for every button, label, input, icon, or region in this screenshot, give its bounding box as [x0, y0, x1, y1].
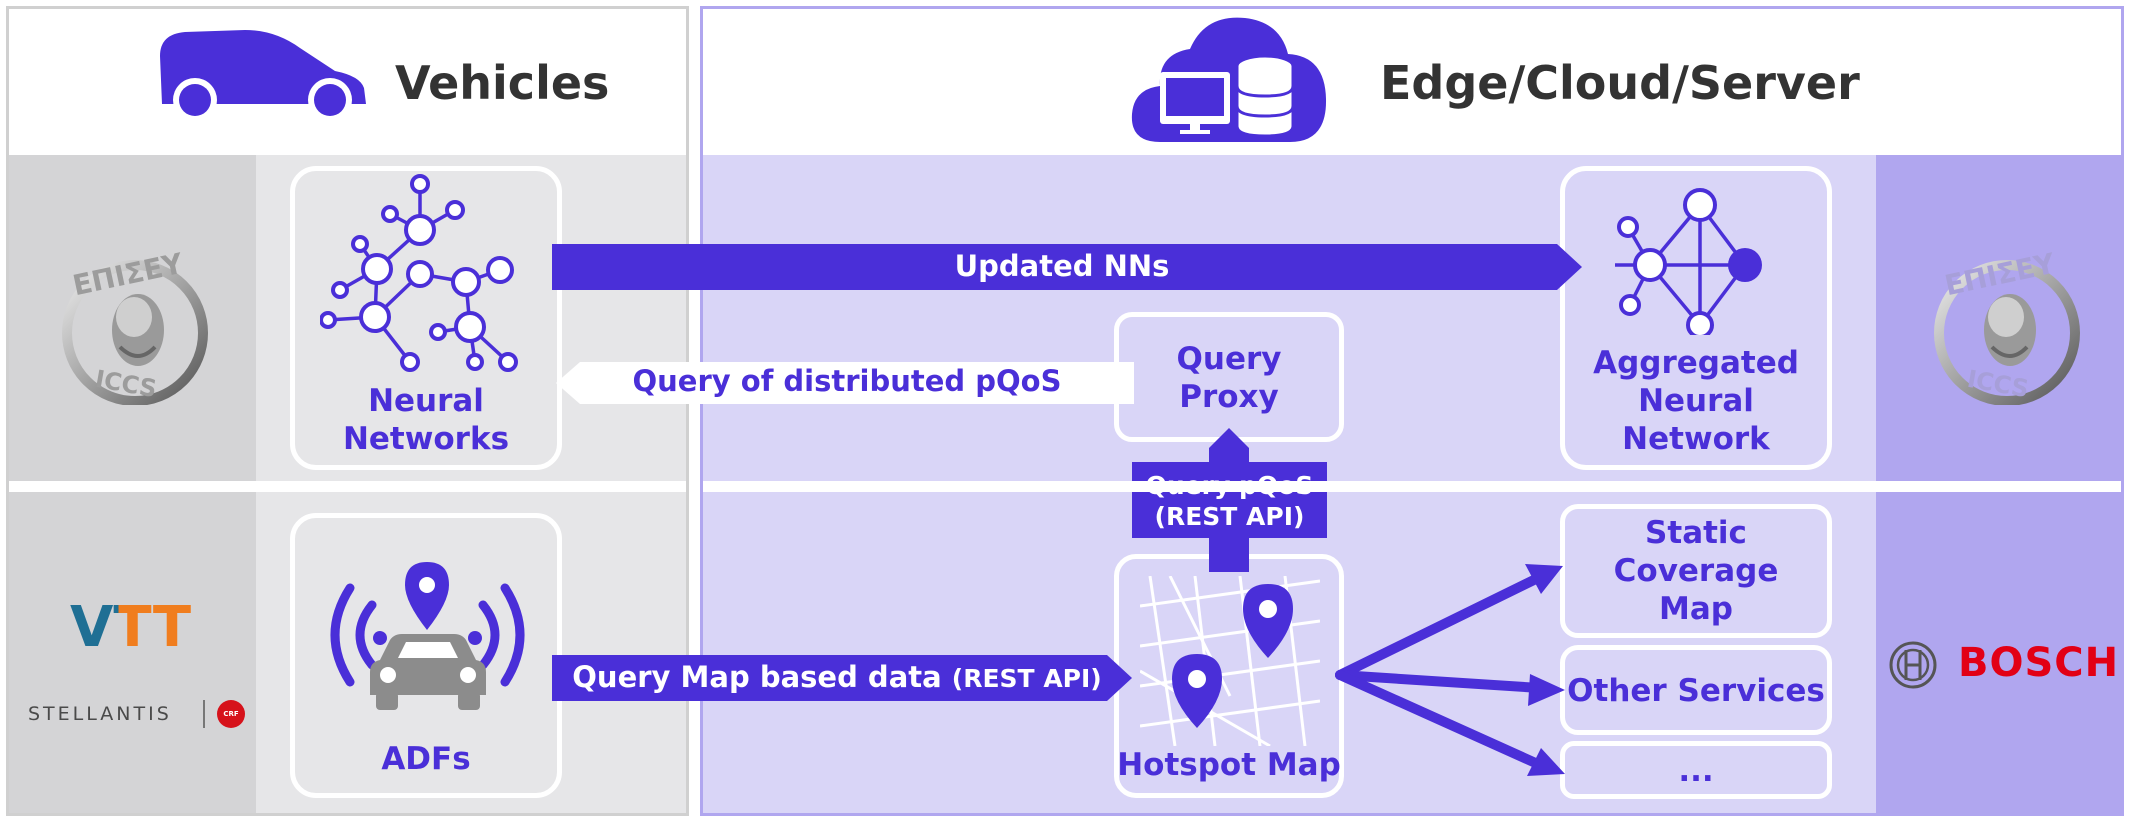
aggregated-nn-line2: Neural — [1638, 383, 1754, 419]
crf-logo-text: CRF — [223, 710, 239, 718]
query-distributed-arrow — [556, 362, 1134, 404]
query-pqos-label: Query pQoS (REST API) — [1132, 470, 1327, 532]
more-services-label: ... — [1678, 753, 1714, 789]
query-map-arrow — [552, 655, 1132, 701]
map-icon — [1140, 576, 1320, 746]
query-proxy-label: Query Proxy — [1114, 340, 1344, 416]
stellantis-logo: STELLANTIS — [28, 703, 172, 725]
query-map-label-api: (REST API) — [951, 664, 1102, 693]
static-coverage-map-line2: Coverage — [1613, 553, 1779, 589]
edge-title: Edge/Cloud/Server — [1380, 56, 1860, 110]
more-services-node — [1560, 741, 1832, 799]
vehicles-title: Vehicles — [395, 56, 610, 110]
vtt-logo: VTT — [70, 600, 191, 656]
aggregated-network-icon — [1615, 188, 1762, 335]
query-pqos-arrow — [1132, 428, 1327, 572]
neural-networks-line1: Neural — [368, 383, 484, 419]
bosch-logo: BOSCH — [1958, 640, 2120, 686]
edge-sidebar-row2 — [1876, 492, 2121, 813]
car-icon — [160, 30, 366, 122]
neural-network-icon — [320, 174, 518, 372]
adfs-label: ADFs — [381, 741, 471, 777]
row-separator-right — [703, 481, 2121, 492]
fanout-arrows — [1335, 564, 1565, 776]
bosch-emblem-icon — [1889, 641, 1937, 689]
query-proxy-line2: Proxy — [1179, 379, 1279, 415]
updated-nns-label: Updated NNs — [954, 249, 1170, 283]
iccs-logo — [62, 260, 208, 405]
query-proxy-line1: Query — [1176, 341, 1282, 377]
aggregated-nn-node — [1560, 166, 1832, 470]
cloud-server-icon — [1131, 17, 1327, 142]
static-coverage-map-node — [1560, 504, 1832, 638]
neural-networks-line2: Networks — [342, 421, 510, 457]
query-map-label-main: Query Map based data — [572, 660, 952, 694]
neural-networks-node — [290, 166, 562, 470]
connected-car-icon — [330, 562, 525, 710]
query-map-label: Query Map based data (REST API) — [552, 660, 1122, 694]
query-pqos-line2: (REST API) — [1154, 502, 1305, 531]
updated-nns-arrow — [552, 244, 1582, 290]
aggregated-nn-line3: Network — [1622, 421, 1770, 457]
iccs-logo-right — [1934, 260, 2080, 405]
row-separator-left — [9, 481, 686, 492]
aggregated-nn-line1: Aggregated — [1593, 345, 1799, 381]
aggregated-nn-label: Aggregated Neural Network — [1560, 344, 1832, 458]
neural-networks-label: Neural Networks — [290, 382, 562, 458]
crf-logo: CRF — [217, 700, 245, 728]
static-coverage-map-line3: Map — [1659, 591, 1733, 627]
vehicles-sidebar-row2 — [9, 492, 256, 813]
logo-divider — [203, 700, 205, 728]
static-coverage-map-label: Static Coverage Map — [1560, 514, 1832, 628]
hotspot-map-label: Hotspot Map — [1117, 747, 1341, 783]
other-services-label: Other Services — [1567, 673, 1825, 709]
static-coverage-map-line1: Static — [1645, 515, 1747, 551]
query-distributed-label: Query of distributed pQoS — [632, 364, 1062, 398]
vtt-logo-text: VTT — [70, 595, 192, 660]
